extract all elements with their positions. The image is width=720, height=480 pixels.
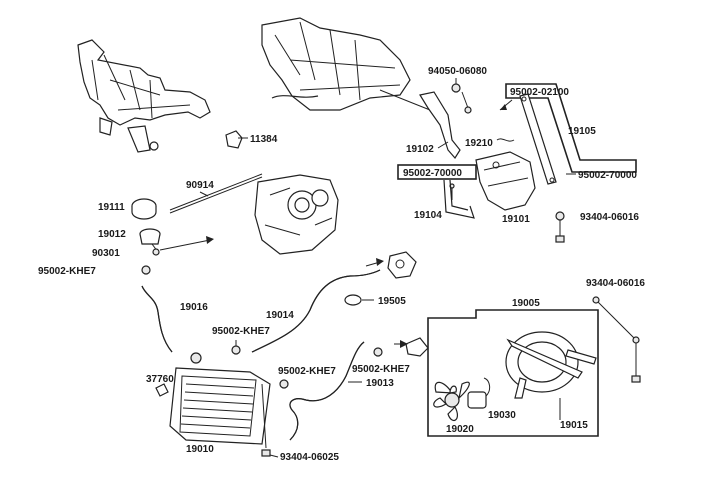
- clamp-11384-part: [225, 130, 248, 149]
- label-95002-70000-a: 95002-70000: [403, 168, 462, 179]
- radiator-19010-part: [169, 352, 271, 445]
- label-95002-02100: 95002-02100: [510, 87, 569, 98]
- hose-19104-part: [443, 179, 475, 219]
- thermostat-housing-part: [387, 251, 417, 279]
- label-95002-KHE7-a: 95002-KHE7: [38, 266, 96, 277]
- clamp-19505-part: [344, 294, 362, 306]
- bolt-93404-06016-b-part: [592, 296, 641, 383]
- frame-assembly-part: [77, 39, 211, 153]
- label-37760: 37760: [146, 374, 174, 385]
- label-19030: 19030: [488, 410, 516, 421]
- fan-shroud-19015-part: [505, 331, 597, 399]
- label-19111: 19111: [98, 202, 125, 213]
- label-19505: 19505: [378, 296, 406, 307]
- hose-19014-part: [251, 269, 381, 353]
- label-95002-KHE7-c: 95002-KHE7: [278, 366, 336, 377]
- bracket-19102-part: [419, 91, 461, 160]
- fan-motor-19030-part: [467, 377, 491, 409]
- fan-blade-19020-part: [433, 381, 470, 422]
- bolt-93404-06016-a-part: [555, 211, 565, 243]
- label-19102: 19102: [406, 144, 434, 155]
- label-19013: 19013: [366, 378, 394, 389]
- label-19010: 19010: [186, 444, 214, 455]
- reservoir-tank-19101-part: [475, 151, 536, 211]
- hose-19016-part: [141, 285, 173, 353]
- filler-neck-19012-part: [139, 228, 161, 253]
- label-19016: 19016: [180, 302, 208, 313]
- label-95002-KHE7-d: 95002-KHE7: [352, 364, 410, 375]
- engine-block-part: [254, 174, 339, 255]
- clamp-95002-khe7-d-part: [373, 347, 383, 357]
- callout-box-19104: [397, 164, 477, 180]
- label-95002-70000-b: 95002-70000: [578, 170, 637, 181]
- label-11384: 11384: [250, 134, 278, 145]
- nut-94050-06080-part: [451, 78, 461, 93]
- label-93404-06016-a: 93404-06016: [580, 212, 639, 223]
- label-95002-KHE7-b: 95002-KHE7: [212, 326, 270, 337]
- clamp-95002-khe7-b-part: [231, 345, 241, 355]
- radiator-cap-19111-part: [131, 198, 157, 220]
- stay-19105-part: [519, 93, 557, 185]
- bolt-93404-06025-part: [261, 383, 271, 457]
- callout-box-19105: [505, 83, 637, 173]
- sensor-37760-part: [155, 383, 169, 397]
- callout-box-19005: [427, 309, 599, 437]
- outlet-fitting-part: [405, 337, 429, 357]
- label-19015: 19015: [560, 420, 588, 431]
- label-19101: 19101: [502, 214, 530, 225]
- label-90914: 90914: [186, 180, 214, 191]
- label-93404-06025: 93404-06025: [280, 452, 339, 463]
- label-19105: 19105: [568, 126, 596, 137]
- label-19210: 19210: [465, 138, 493, 149]
- oring-90301-part: [152, 248, 160, 256]
- frame-upper-part: [261, 17, 431, 111]
- label-94050-06080: 94050-06080: [428, 66, 487, 77]
- clamp-95002-khe7-a-part: [141, 265, 151, 275]
- label-90301: 90301: [92, 248, 120, 259]
- label-93404-06016-b: 93404-06016: [586, 278, 645, 289]
- clamp-95002-khe7-c-part: [279, 379, 289, 389]
- label-19014: 19014: [266, 310, 294, 321]
- label-19020: 19020: [446, 424, 474, 435]
- hose-19013-part: [289, 341, 365, 441]
- label-19005: 19005: [512, 298, 540, 309]
- label-19012: 19012: [98, 229, 126, 240]
- label-19104: 19104: [414, 210, 442, 221]
